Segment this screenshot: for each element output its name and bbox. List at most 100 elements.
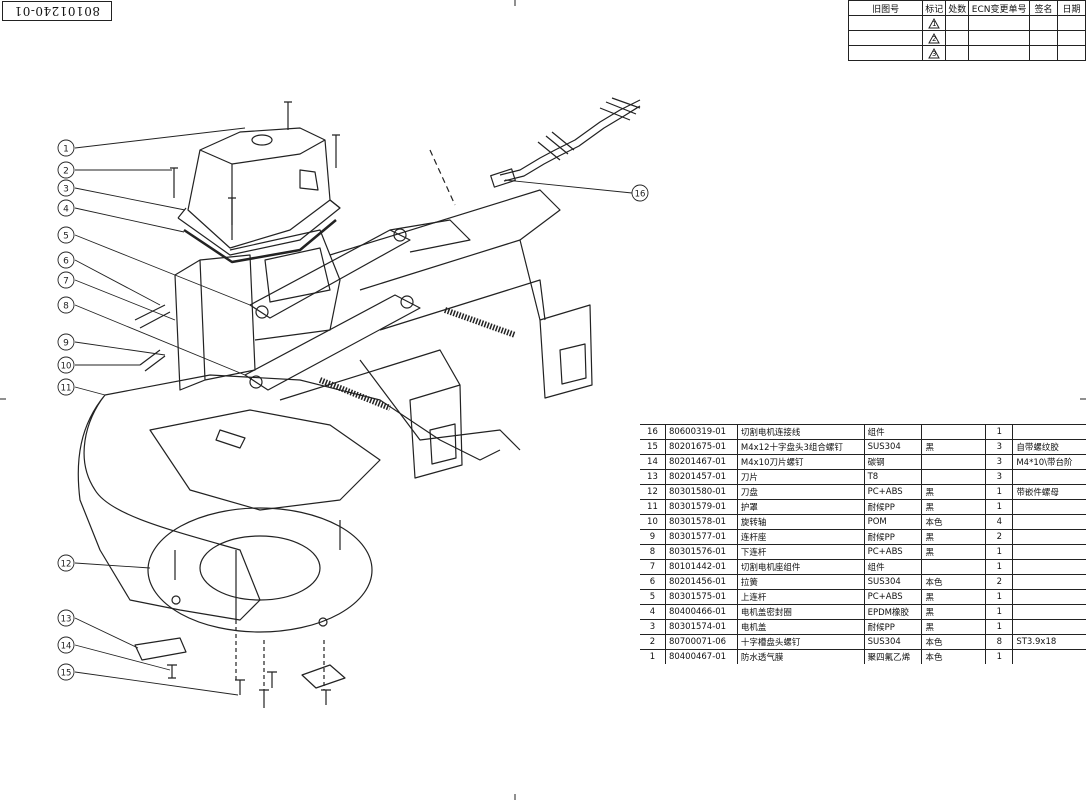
rev-header-places: 处数 bbox=[945, 0, 970, 16]
bom-color: 黑 bbox=[921, 619, 986, 635]
bom-material: 耐候PP bbox=[863, 529, 922, 545]
bom-material: 耐候PP bbox=[863, 619, 922, 635]
bom-material: 碳钢 bbox=[863, 454, 922, 470]
blade-guard bbox=[77, 374, 501, 621]
bom-part-name: 切割电机连接线 bbox=[736, 424, 865, 440]
upper-link bbox=[249, 219, 471, 319]
bom-color: 本色 bbox=[921, 634, 986, 650]
bom-quantity: 8 bbox=[985, 634, 1013, 650]
bom-color: 本色 bbox=[921, 574, 986, 590]
bom-part-name: 电机盖 bbox=[736, 619, 865, 635]
triangle-icon: 1 bbox=[928, 17, 941, 29]
svg-text:4: 4 bbox=[63, 205, 69, 215]
bom-remark: 带嵌件螺母 bbox=[1012, 484, 1086, 500]
svg-text:11: 11 bbox=[61, 384, 72, 394]
motor-cover bbox=[177, 127, 341, 256]
bom-part-code: 80600319-01 bbox=[664, 424, 738, 440]
callout-3: 3 bbox=[57, 179, 186, 211]
bom-material: PC+ABS bbox=[863, 544, 922, 560]
bom-quantity: 3 bbox=[985, 439, 1013, 455]
bom-item-number: 10 bbox=[640, 514, 666, 530]
triangle-icon: 2 bbox=[928, 32, 941, 44]
blade-screws bbox=[167, 664, 331, 708]
bom-remark bbox=[1012, 544, 1086, 560]
bom-material: T8 bbox=[863, 469, 922, 485]
bom-remark bbox=[1012, 499, 1086, 515]
callout-4: 4 bbox=[57, 199, 185, 233]
bom-quantity: 3 bbox=[985, 469, 1013, 485]
rev-mark-3: 3 bbox=[922, 45, 947, 61]
bom-part-name: 切割电机座组件 bbox=[736, 559, 865, 575]
rev-header-mark: 标记 bbox=[922, 0, 947, 16]
callout-16: 16 bbox=[504, 179, 649, 202]
bom-quantity: 1 bbox=[985, 499, 1013, 515]
bom-item-number: 14 bbox=[640, 454, 666, 470]
revision-block: 旧图号 标记 处数 ECN变更单号 签名 日期 1 2 3 bbox=[847, 0, 1086, 61]
blades bbox=[134, 637, 346, 689]
bom-color: 黑 bbox=[921, 484, 986, 500]
bom-material: PC+ABS bbox=[863, 589, 922, 605]
callout-12: 12 bbox=[57, 554, 151, 572]
svg-text:9: 9 bbox=[63, 339, 69, 349]
bom-color: 黑 bbox=[921, 439, 986, 455]
bom-item-number: 15 bbox=[640, 439, 666, 455]
svg-text:6: 6 bbox=[63, 257, 69, 267]
bom-part-code: 80301577-01 bbox=[664, 529, 738, 545]
bom-part-code: 80101442-01 bbox=[664, 559, 738, 575]
bom-part-name: M4x10刀片螺钉 bbox=[736, 454, 865, 470]
bom-quantity: 1 bbox=[985, 604, 1013, 620]
bom-item-number: 9 bbox=[640, 529, 666, 545]
bom-part-name: 防水透气膜 bbox=[736, 649, 865, 664]
bom-item-number: 3 bbox=[640, 619, 666, 635]
bom-remark bbox=[1012, 574, 1086, 590]
bom-quantity: 2 bbox=[985, 574, 1013, 590]
rev-header-ecn: ECN变更单号 bbox=[968, 0, 1031, 16]
bom-remark bbox=[1012, 469, 1086, 485]
bom-part-code: 80201457-01 bbox=[664, 469, 738, 485]
bom-part-name: 旋转轴 bbox=[736, 514, 865, 530]
bom-remark bbox=[1012, 649, 1086, 664]
bom-part-name: 电机盖密封圈 bbox=[736, 604, 865, 620]
bom-quantity: 1 bbox=[985, 424, 1013, 440]
document-number: 80101240-01 bbox=[2, 1, 112, 21]
svg-text:10: 10 bbox=[61, 362, 72, 372]
tension-spring bbox=[318, 307, 517, 411]
blade-disc bbox=[147, 507, 373, 633]
svg-text:2: 2 bbox=[63, 167, 69, 177]
bom-material: EPDM橡胶 bbox=[863, 604, 922, 620]
callout-5: 5 bbox=[57, 226, 251, 306]
bom-quantity: 4 bbox=[985, 514, 1013, 530]
rev-header-signature: 签名 bbox=[1029, 0, 1058, 16]
callout-1: 1 bbox=[57, 127, 246, 157]
bom-remark bbox=[1012, 424, 1086, 440]
bom-part-code: 80201675-01 bbox=[664, 439, 738, 455]
svg-text:13: 13 bbox=[61, 615, 72, 625]
callout-10: 10 bbox=[57, 356, 140, 374]
cutting-motor-seat bbox=[134, 229, 341, 391]
svg-text:5: 5 bbox=[63, 232, 69, 242]
bom-part-code: 80301575-01 bbox=[664, 589, 738, 605]
svg-text:7: 7 bbox=[63, 277, 69, 287]
bom-part-name: 连杆座 bbox=[736, 529, 865, 545]
bom-quantity: 3 bbox=[985, 454, 1013, 470]
bom-remark: M4*10\带台阶 bbox=[1012, 454, 1086, 470]
bom-item-number: 1 bbox=[640, 649, 666, 664]
callout-8: 8 bbox=[57, 296, 246, 376]
bom-material: POM bbox=[863, 514, 922, 530]
callout-2: 2 bbox=[57, 161, 172, 179]
bom-item-number: 2 bbox=[640, 634, 666, 650]
bom-quantity: 1 bbox=[985, 544, 1013, 560]
callout-7: 7 bbox=[57, 271, 176, 321]
bom-remark bbox=[1012, 514, 1086, 530]
bom-material: SUS304 bbox=[863, 439, 922, 455]
bom-color: 黑 bbox=[921, 604, 986, 620]
bom-quantity: 1 bbox=[985, 589, 1013, 605]
